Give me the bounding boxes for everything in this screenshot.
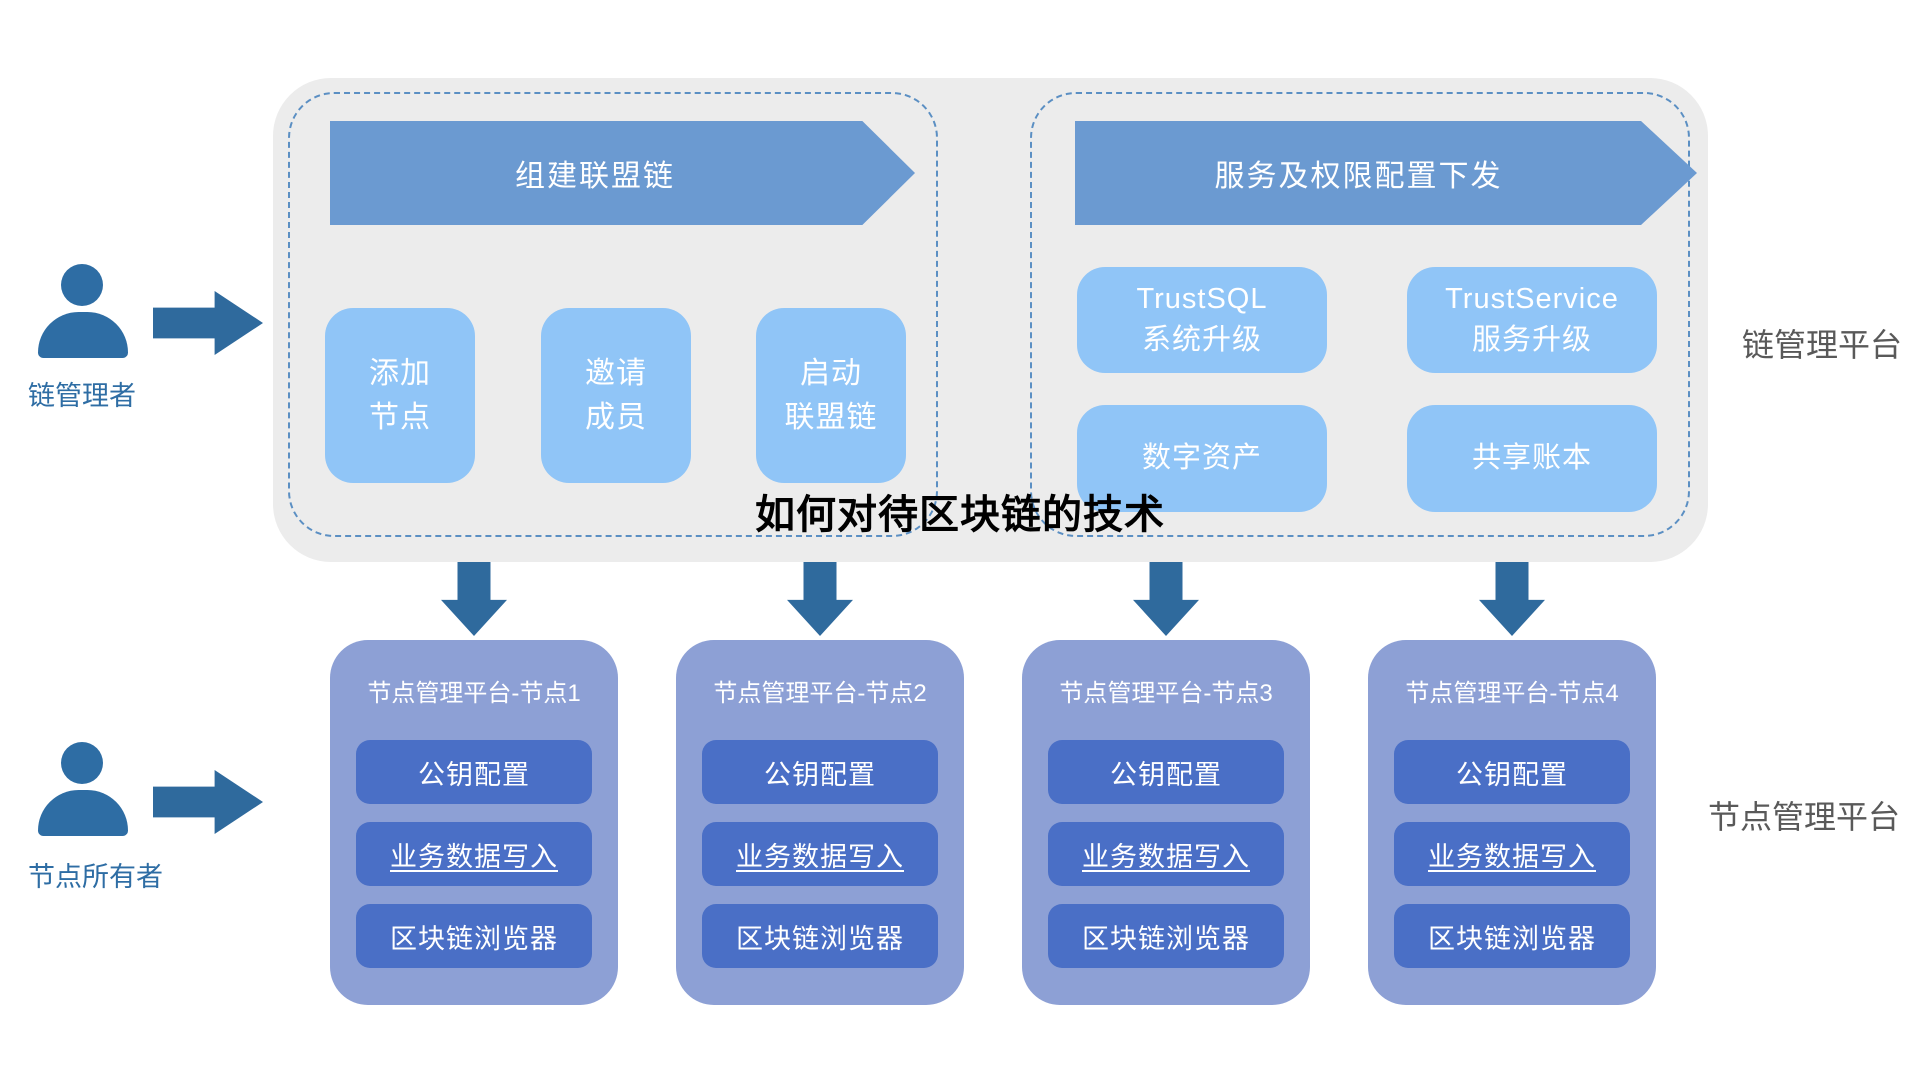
node-item-blockchain-browser: 区块链浏览器 <box>1048 904 1284 968</box>
node-box-title: 节点管理平台-节点2 <box>713 680 927 707</box>
node-item-label: 业务数据写入 <box>1082 841 1250 872</box>
node-item-public-key-config: 公钥配置 <box>1394 740 1630 804</box>
node-item-business-data-write: 业务数据写入 <box>356 822 592 886</box>
step-invite-members: 邀请 成员 <box>541 308 691 483</box>
node-item-business-data-write: 业务数据写入 <box>702 822 938 886</box>
node-item-public-key-config: 公钥配置 <box>702 740 938 804</box>
arrow-right-icon <box>153 770 263 834</box>
node-box-3: 节点管理平台-节点3 公钥配置 业务数据写入 区块链浏览器 <box>1022 640 1310 1005</box>
node-item-label: 业务数据写入 <box>390 841 558 872</box>
arrow-down-icon <box>441 550 507 636</box>
config-distribution-banner-label: 服务及权限配置下发 <box>1214 160 1503 193</box>
person-icon-body <box>38 790 128 836</box>
build-chain-banner-label: 组建联盟链 <box>515 160 675 193</box>
node-item-public-key-config: 公钥配置 <box>356 740 592 804</box>
step-start-consortium-chain: 启动 联盟链 <box>756 308 906 483</box>
node-item-business-data-write: 业务数据写入 <box>1048 822 1284 886</box>
step-add-node: 添加 节点 <box>325 308 475 483</box>
node-box-2: 节点管理平台-节点2 公钥配置 业务数据写入 区块链浏览器 <box>676 640 964 1005</box>
node-item-public-key-config: 公钥配置 <box>1048 740 1284 804</box>
node-item-blockchain-browser: 区块链浏览器 <box>702 904 938 968</box>
service-trustsql-upgrade: TrustSQL 系统升级 <box>1077 267 1327 373</box>
page-title: 如何对待区块链的技术 <box>755 493 1165 537</box>
node-item-label: 业务数据写入 <box>1428 841 1596 872</box>
service-shared-ledger: 共享账本 <box>1407 405 1657 512</box>
node-item-label: 业务数据写入 <box>736 841 904 872</box>
node-box-title: 节点管理平台-节点1 <box>367 680 581 707</box>
node-item-blockchain-browser: 区块链浏览器 <box>356 904 592 968</box>
person-icon-body <box>38 312 128 358</box>
arrow-down-icon <box>1479 550 1545 636</box>
arrow-right-icon <box>153 291 263 355</box>
node-box-4: 节点管理平台-节点4 公钥配置 业务数据写入 区块链浏览器 <box>1368 640 1656 1005</box>
service-digital-assets: 数字资产 <box>1077 405 1327 512</box>
chain-platform-label: 链管理平台 <box>1742 327 1903 363</box>
actor-node-owner-label: 节点所有者 <box>28 862 163 892</box>
node-platform-label: 节点管理平台 <box>1708 799 1901 835</box>
service-trustservice-upgrade: TrustService 服务升级 <box>1407 267 1657 373</box>
build-chain-group <box>288 92 938 537</box>
config-distribution-banner: 服务及权限配置下发 <box>1075 121 1697 225</box>
node-item-business-data-write: 业务数据写入 <box>1394 822 1630 886</box>
node-item-blockchain-browser: 区块链浏览器 <box>1394 904 1630 968</box>
node-box-title: 节点管理平台-节点3 <box>1059 680 1273 707</box>
config-distribution-group <box>1030 92 1690 537</box>
arrow-down-icon <box>1133 550 1199 636</box>
person-icon <box>61 264 103 306</box>
node-box-1: 节点管理平台-节点1 公钥配置 业务数据写入 区块链浏览器 <box>330 640 618 1005</box>
actor-chain-admin-label: 链管理者 <box>28 381 136 411</box>
build-chain-banner: 组建联盟链 <box>330 121 915 225</box>
node-box-title: 节点管理平台-节点4 <box>1405 680 1619 707</box>
person-icon <box>61 742 103 784</box>
arrow-down-icon <box>787 550 853 636</box>
